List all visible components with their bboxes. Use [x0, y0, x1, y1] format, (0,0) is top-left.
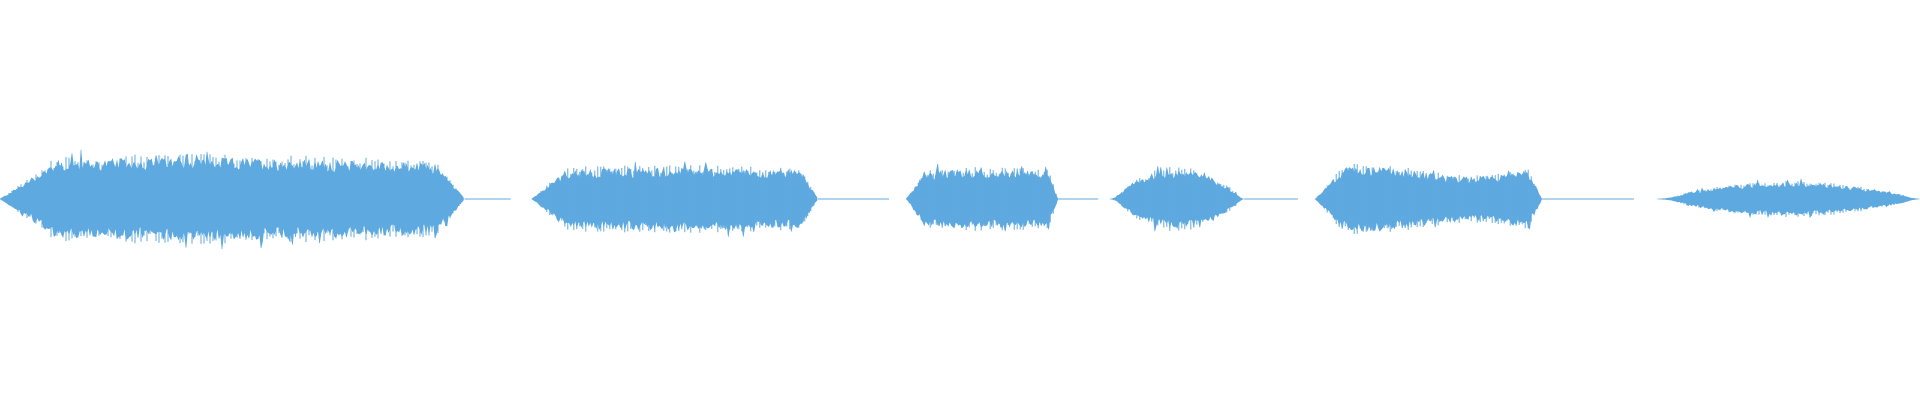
- waveform-segment-shape: [531, 161, 818, 237]
- waveform-segment-shape: [1314, 166, 1542, 232]
- waveform-segment: [0, 149, 464, 250]
- waveform-segment-shape: [1109, 165, 1244, 232]
- waveform-segment: [531, 161, 818, 237]
- waveform-segment: [905, 163, 1058, 232]
- waveform-segment: [1314, 164, 1542, 234]
- waveform-segment-shape: [0, 149, 464, 250]
- waveform-segment: [1109, 165, 1244, 232]
- waveform-segment: [1657, 178, 1920, 219]
